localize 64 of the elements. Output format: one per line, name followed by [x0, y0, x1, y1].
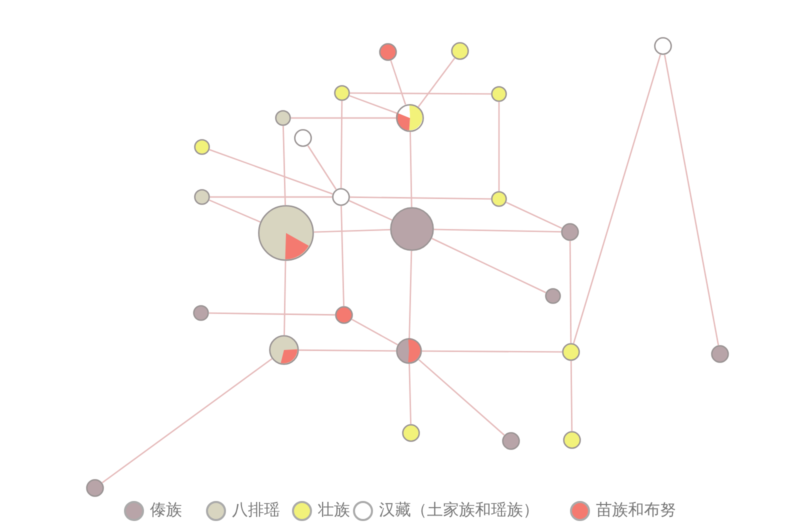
- node-circle: [562, 343, 580, 361]
- node-circle: [545, 288, 561, 304]
- node-circle: [193, 305, 209, 321]
- connector-line: [350, 196, 491, 200]
- connector-line: [299, 349, 396, 352]
- connector-line: [418, 359, 505, 436]
- connector-line: [340, 101, 343, 188]
- connector-line: [210, 196, 332, 198]
- connector-line: [291, 117, 396, 119]
- node-circle: [491, 86, 507, 102]
- node-circle: [561, 223, 579, 241]
- connector-line: [352, 318, 398, 346]
- pie-circle: [258, 205, 314, 261]
- node-circle: [294, 129, 312, 147]
- connector-line: [390, 60, 406, 105]
- node-circle: [194, 139, 210, 155]
- connector-line: [348, 200, 392, 221]
- connector-line: [282, 126, 286, 206]
- connector-line: [422, 350, 562, 353]
- connector-line: [664, 54, 720, 346]
- node-circle: [194, 189, 210, 205]
- pie-circle: [396, 104, 424, 132]
- node-circle: [451, 42, 469, 60]
- node-circle: [654, 37, 672, 55]
- connector-line: [208, 312, 335, 316]
- connector-line: [340, 206, 344, 306]
- connector-line: [418, 58, 456, 108]
- connector-line: [570, 361, 573, 431]
- connector-line: [432, 238, 546, 294]
- node-circle: [502, 432, 520, 450]
- pie-circle: [269, 335, 299, 365]
- legend-label: 傣族: [150, 500, 182, 521]
- legend-label: 苗族和布努: [596, 500, 676, 521]
- connector-line: [498, 102, 500, 191]
- node-circle: [563, 431, 581, 449]
- connector-line: [408, 250, 412, 338]
- connector-line: [506, 202, 562, 229]
- connector-line: [349, 95, 398, 114]
- legend-label: 壮族: [318, 500, 350, 521]
- connector-line: [350, 92, 491, 95]
- node-circle: [86, 479, 104, 497]
- connector-line: [408, 364, 412, 424]
- connector-line: [569, 241, 572, 343]
- node-circle: [491, 191, 507, 207]
- pie-circle: [396, 338, 422, 364]
- connector-line: [410, 132, 412, 208]
- node-circle: [334, 85, 350, 101]
- node-circle: [390, 207, 434, 251]
- node-circle: [335, 306, 353, 324]
- connector-line: [314, 229, 390, 233]
- node-circle: [711, 345, 729, 363]
- node-circle: [402, 424, 420, 442]
- connector-line: [284, 260, 286, 336]
- legend-label: 八排瑶: [232, 500, 280, 521]
- legend-label: 汉藏（土家族和瑶族）: [379, 500, 539, 521]
- node-circle: [275, 110, 291, 126]
- connector-line: [434, 228, 562, 233]
- connector-line: [209, 200, 261, 223]
- connector-line: [572, 54, 662, 344]
- node-circle: [379, 43, 397, 61]
- connector-line: [102, 358, 272, 484]
- node-circle: [332, 188, 350, 206]
- connector-line: [307, 145, 337, 190]
- connector-line: [209, 149, 333, 195]
